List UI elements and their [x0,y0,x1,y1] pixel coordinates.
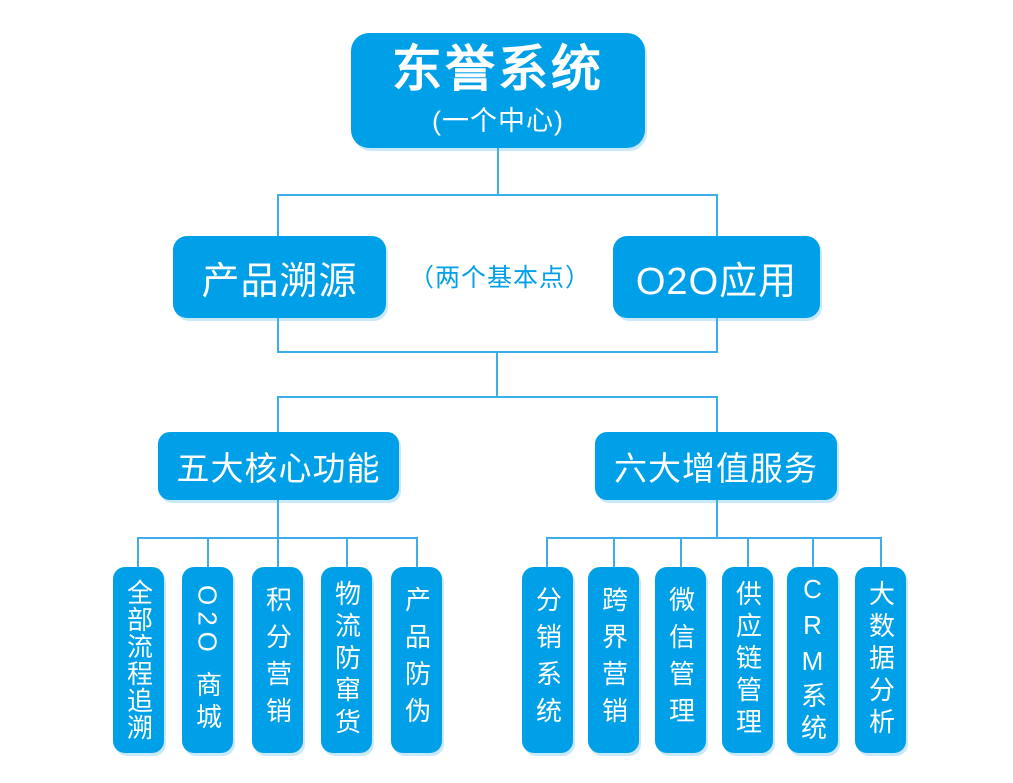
connector-line [346,537,348,568]
leaf-label: 全部流程追溯 [123,579,154,741]
leaf-label: 跨界营销 [598,586,629,734]
connector-line [277,194,718,196]
connector-line [496,351,498,398]
leaf-cross-border-marketing: 跨界营销 [588,567,639,753]
leaf-label: 分销系统 [532,586,563,734]
node-label: 产品溯源 [201,260,358,303]
leaf-o2o-mall: O2O 商城 [182,567,233,753]
leaf-label: 微信管理 [665,586,696,734]
node-o2o-application: O2O应用 [613,236,820,318]
connector-line [416,537,418,568]
leaf-label: 积分营销 [262,586,293,734]
leaf-label: CRM系统 [797,574,828,746]
leaf-wechat-management: 微信管理 [655,567,706,753]
root-node: 东誉系统 (一个中心) [351,33,645,148]
leaf-label: O2O 商城 [192,584,223,736]
leaf-label: 供应链管理 [732,580,763,740]
leaf-big-data-analysis: 大数据分析 [855,567,906,753]
connector-line [546,537,881,539]
node-five-core-functions: 五大核心功能 [158,432,399,500]
leaf-label: 大数据分析 [865,580,896,740]
leaf-label: 产品防伪 [401,586,432,734]
connector-line [137,537,139,568]
connector-line [277,537,279,568]
connector-line [613,537,615,568]
connector-line [277,396,718,398]
leaf-points-marketing: 积分营销 [252,567,303,753]
root-title: 东誉系统 [392,40,604,97]
leaf-label: 物流防窜货 [331,580,362,740]
node-product-traceability: 产品溯源 [173,236,386,318]
connector-line [716,500,718,539]
node-six-value-added-services: 六大增值服务 [595,432,837,500]
connector-line [880,537,882,568]
caption-two-basic-points: （两个基本点） [408,264,591,292]
node-label: O2O应用 [635,260,798,303]
node-label: 五大核心功能 [176,450,381,487]
leaf-product-anti-counterfeiting: 产品防伪 [391,567,442,753]
connector-line [497,148,499,196]
connector-line [207,537,209,568]
leaf-supply-chain-management: 供应链管理 [722,567,773,753]
leaf-logistics-anti-channeling: 物流防窜货 [321,567,372,753]
connector-line [716,396,718,434]
leaf-crm-system: CRM系统 [787,567,838,753]
connector-line [747,537,749,568]
connector-line [812,537,814,568]
connector-line [277,500,279,539]
connector-line [680,537,682,568]
root-subtitle: (一个中心) [432,106,564,137]
node-label: 六大增值服务 [614,450,818,487]
connector-line [277,396,279,434]
leaf-full-process-tracing: 全部流程追溯 [113,567,164,753]
leaf-distribution-system: 分销系统 [522,567,573,753]
connector-line [546,537,548,568]
